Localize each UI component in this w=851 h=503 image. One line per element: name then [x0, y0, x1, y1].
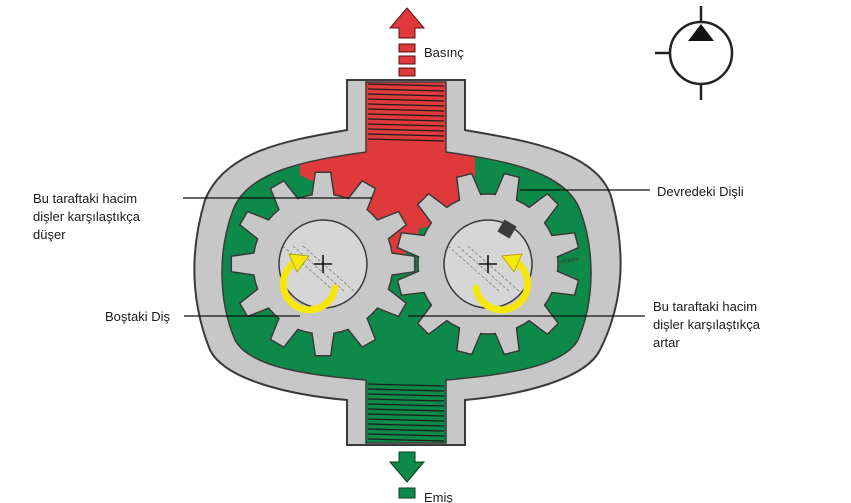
idle-gear: [230, 171, 416, 357]
hydraulic-pump-symbol-icon: [655, 6, 734, 100]
right-volume-label-line-3: artar: [653, 335, 680, 350]
right-volume-label-line-2: dişler karşılaştıkça: [653, 317, 761, 332]
left-volume-label-line-2: dişler karşılaştıkça: [33, 209, 141, 224]
suction-port-threads: [367, 383, 445, 442]
suction-flow-arrow-icon: [388, 451, 426, 499]
shaft-key: [497, 219, 517, 239]
suction-label: Emiş: [424, 490, 453, 503]
left-volume-label-line-1: Bu taraftaki hacim: [33, 191, 137, 206]
right-volume-label-line-1: Bu taraftaki hacim: [653, 299, 757, 314]
rotation-arrow-icon: [472, 253, 532, 314]
left-volume-label-line-3: düşer: [33, 227, 66, 242]
pressure-port-threads: [367, 83, 445, 142]
drive-gear: [396, 172, 580, 356]
pressure-label: Basınç: [424, 45, 464, 60]
cavity-outline: [221, 81, 592, 444]
drive-gear-label: Devredeki Dişli: [657, 184, 744, 199]
pressure-flow-arrow-icon: [388, 7, 426, 77]
idle-gear-label: Boştaki Diş: [105, 309, 171, 324]
rotation-arrow-icon: [279, 253, 339, 314]
brand-mark: vickers: [560, 257, 579, 266]
callout-leader-lines: [183, 189, 650, 317]
